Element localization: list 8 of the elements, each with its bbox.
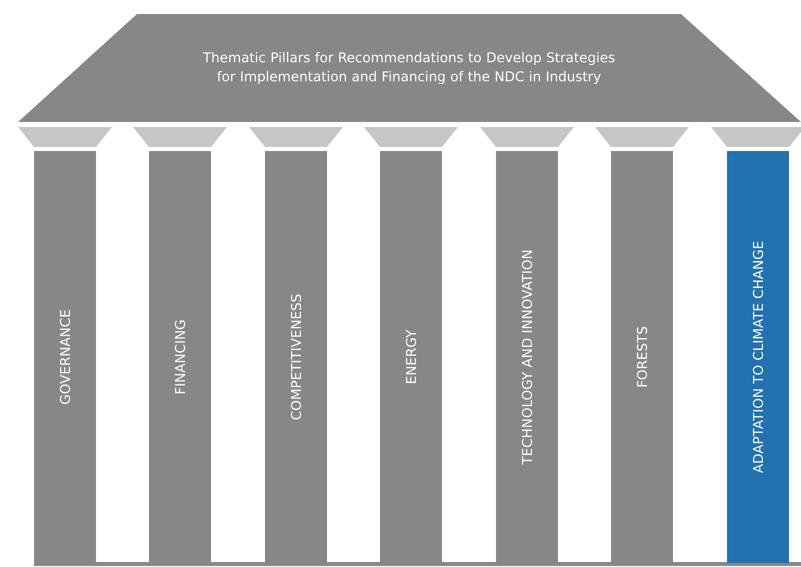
- node-label: COMPETITIVENESS: [290, 294, 302, 420]
- roof-pediment: Thematic Pillars for Recommendations to Develop Strategies for Implementation and Financing of the NDC in Industry: [18, 14, 801, 122]
- node-label: GOVERNANCE: [60, 310, 70, 404]
- node-label: TECHNOLOGY AND INNOVATION: [522, 250, 532, 465]
- node-label: FORESTS: [636, 326, 648, 387]
- node-label: ENERGY: [406, 330, 416, 383]
- node-label: FINANCING: [174, 320, 186, 394]
- pillar-column: ADAPTATION TO CLIMATE CHANGE: [727, 151, 789, 563]
